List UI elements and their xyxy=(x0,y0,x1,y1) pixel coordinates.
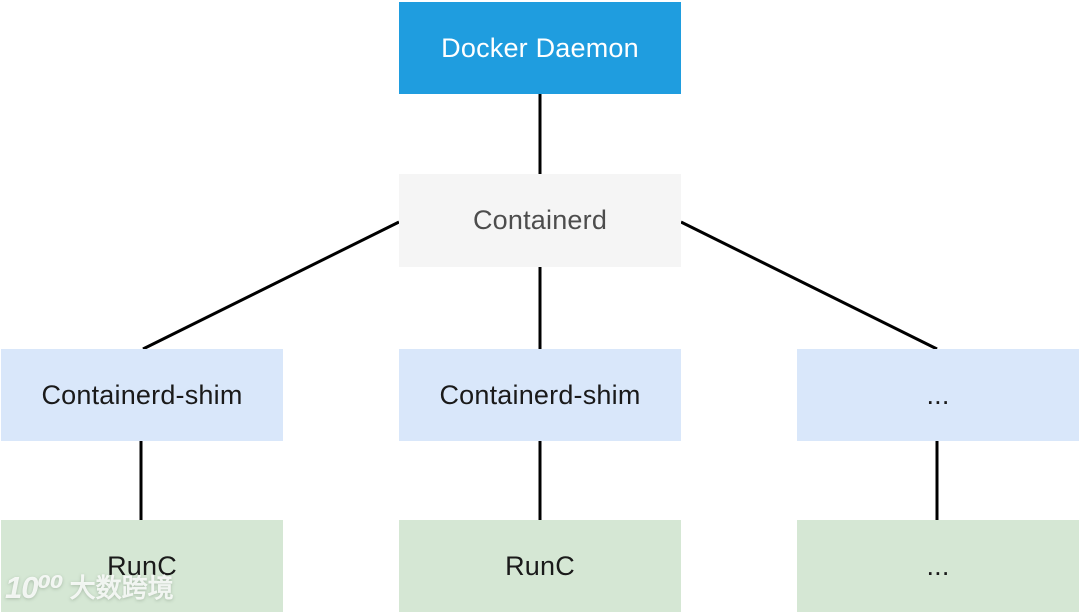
edge-containerd-shim-left xyxy=(142,220,400,351)
node-docker-daemon-label: Docker Daemon xyxy=(441,32,639,63)
node-containerd-shim-ellipsis: ... xyxy=(797,349,1079,441)
node-containerd-shim-mid: Containerd-shim xyxy=(399,349,681,441)
node-containerd-shim-left-label: Containerd-shim xyxy=(41,379,243,410)
node-runc-mid-label: RunC xyxy=(505,550,575,581)
node-runc-mid: RunC xyxy=(399,520,681,612)
node-runc-left: RunC xyxy=(1,520,283,612)
node-runc-left-label: RunC xyxy=(107,550,177,581)
node-containerd: Containerd xyxy=(399,174,681,267)
edge-containerd-shim-right xyxy=(680,220,938,351)
node-runc-ellipsis: ... xyxy=(797,520,1079,612)
node-containerd-shim-ellipsis-label: ... xyxy=(926,379,950,410)
node-containerd-label: Containerd xyxy=(472,205,608,235)
node-docker-daemon: Docker Daemon xyxy=(399,2,681,94)
node-runc-ellipsis-label: ... xyxy=(926,550,950,581)
node-containerd-shim-mid-label: Containerd-shim xyxy=(439,379,641,410)
node-containerd-shim-left: Containerd-shim xyxy=(1,349,283,441)
